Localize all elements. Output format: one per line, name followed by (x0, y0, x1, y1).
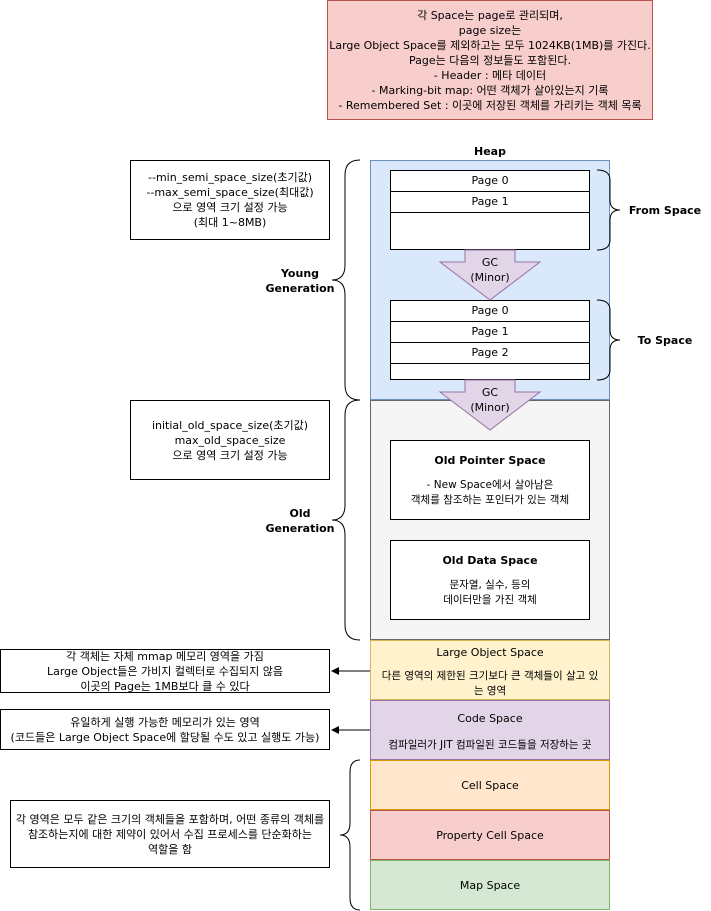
page-info-line: 각 Space는 page로 관리되며, (417, 8, 563, 22)
old-note-line: max_old_space_size (174, 433, 286, 447)
code-note-line: (코드들은 Large Object Space에 할당될 수도 있고 실행도 … (10, 730, 320, 744)
cell-space: Cell Space (370, 760, 610, 810)
cell-space-title: Cell Space (461, 778, 519, 792)
from-space-pages: Page 0 Page 1 (390, 170, 590, 250)
cells-brace (339, 759, 361, 911)
old-note-line: 으로 영역 크기 설정 가능 (172, 448, 288, 462)
old-size-note: initial_old_space_size(초기값) max_old_spac… (130, 400, 330, 480)
heap-title: Heap (474, 145, 506, 158)
gc-minor-arrow-2 (438, 379, 542, 431)
gc-label-line: GC (481, 386, 499, 399)
large-object-space-title: Large Object Space (436, 646, 544, 659)
from-page-1: Page 1 (391, 192, 589, 213)
large-object-space-desc-line: 는 영역 (473, 684, 507, 697)
large-object-space-desc-line: 다른 영역의 제한된 크기보다 큰 객체들이 살고 있 (381, 670, 599, 682)
young-generation-brace (331, 159, 361, 401)
from-page-0: Page 0 (391, 171, 589, 192)
young-size-note: --min_semi_space_size(초기값) --max_semi_sp… (130, 160, 330, 240)
property-cell-space: Property Cell Space (370, 810, 610, 860)
cells-note-line: 각 영역은 모두 같은 크기의 객체들을 포함하며, 어떤 종류의 객체를 (15, 812, 325, 826)
large-object-note-line: 각 객체는 자체 mmap 메모리 영역을 가짐 (66, 649, 264, 663)
young-generation-label: Young Generation (250, 266, 350, 296)
code-space: Code Space 컴파일러가 JIT 컴파일된 코드들을 저장하는 곳 (370, 700, 610, 760)
large-object-note-line: Large Object들은 가비지 컬렉터로 수집되지 않음 (46, 664, 284, 678)
page-info-line: - Remembered Set : 이곳에 저장된 객체를 가리키는 객체 목… (338, 98, 642, 112)
gc-minor-label-2: GC (Minor) (440, 385, 540, 415)
gc-label-line: (Minor) (470, 401, 510, 414)
young-label-line: Generation (265, 282, 335, 295)
old-data-space-title: Old Data Space (442, 554, 538, 567)
page-info-line: page size는 (458, 23, 522, 37)
gc-minor-arrow-1 (438, 249, 542, 301)
from-space-brace (596, 169, 621, 251)
old-label-line: Old (289, 507, 311, 520)
property-cell-space-title: Property Cell Space (436, 828, 544, 842)
from-space-label: From Space (628, 204, 702, 217)
code-space-title: Code Space (457, 712, 523, 725)
page-info-line: - Header : 메타 데이터 (433, 68, 547, 82)
page-info-line: Page는 다음의 정보들도 포함된다. (408, 53, 572, 67)
young-label-line: Young (280, 267, 320, 280)
page-info-line: Large Object Space를 제외하고는 모두 1024KB(1MB)… (329, 38, 651, 52)
old-pointer-space-desc-line: - New Space에서 살아남은 (426, 479, 554, 491)
old-pointer-space-title: Old Pointer Space (434, 454, 546, 467)
to-page-1: Page 1 (391, 322, 589, 343)
old-data-space-desc-line: 문자열, 실수, 등의 (449, 579, 531, 591)
map-space-title: Map Space (459, 878, 521, 892)
young-note-line: 으로 영역 크기 설정 가능 (172, 201, 288, 214)
young-note-line: --min_semi_space_size(초기값) (148, 171, 312, 184)
gc-label-line: GC (481, 256, 499, 269)
gc-label-line: (Minor) (470, 271, 510, 284)
to-space-pages: Page 0 Page 1 Page 2 (390, 300, 590, 380)
to-space-label: To Space (637, 334, 693, 347)
cells-note-line: 역할을 함 (148, 842, 192, 856)
code-space-note: 유일하게 실행 가능한 메모리가 있는 영역 (코드들은 Large Objec… (0, 709, 330, 750)
page-info-line: - Marking-bit map: 어떤 객체가 살아있는지 기록 (371, 83, 609, 97)
page-info-note: 각 Space는 page로 관리되며, page size는 Large Ob… (327, 0, 653, 120)
old-data-space-desc-line: 데이터만을 가진 객체 (443, 593, 537, 606)
old-generation-label: Old Generation (250, 506, 350, 536)
large-object-space: Large Object Space 다른 영역의 제한된 크기보다 큰 객체들… (370, 640, 610, 700)
large-object-note: 각 객체는 자체 mmap 메모리 영역을 가짐 Large Object들은 … (0, 649, 330, 693)
large-object-note-line: 이곳의 Page는 1MB보다 클 수 있다 (80, 679, 250, 693)
map-space: Map Space (370, 860, 610, 910)
old-label-line: Generation (265, 522, 335, 535)
cells-note-line: 참조하는지에 대한 제약이 있어서 수집 프로세스를 단순화하는 (27, 827, 313, 841)
old-data-space: Old Data Space 문자열, 실수, 등의 데이터만을 가진 객체 (390, 540, 590, 620)
old-generation-brace (331, 399, 361, 641)
old-note-line: initial_old_space_size(초기값) (151, 418, 309, 432)
to-space-brace (596, 299, 621, 381)
to-page-2: Page 2 (391, 343, 589, 364)
to-page-0: Page 0 (391, 301, 589, 322)
code-note-line: 유일하게 실행 가능한 메모리가 있는 영역 (70, 715, 260, 729)
gc-minor-label-1: GC (Minor) (440, 255, 540, 285)
young-note-line: (최대 1~8MB) (193, 216, 267, 229)
old-pointer-space: Old Pointer Space - New Space에서 살아남은 객체를… (390, 440, 590, 520)
code-space-desc: 컴파일러가 JIT 컴파일된 코드들을 저장하는 곳 (388, 739, 592, 751)
old-pointer-space-desc-line: 객체를 참조하는 포인터가 있는 객체 (410, 493, 570, 506)
cells-note: 각 영역은 모두 같은 크기의 객체들을 포함하며, 어떤 종류의 객체를 참조… (10, 800, 330, 868)
young-note-line: --max_semi_space_size(최대값) (146, 186, 314, 199)
